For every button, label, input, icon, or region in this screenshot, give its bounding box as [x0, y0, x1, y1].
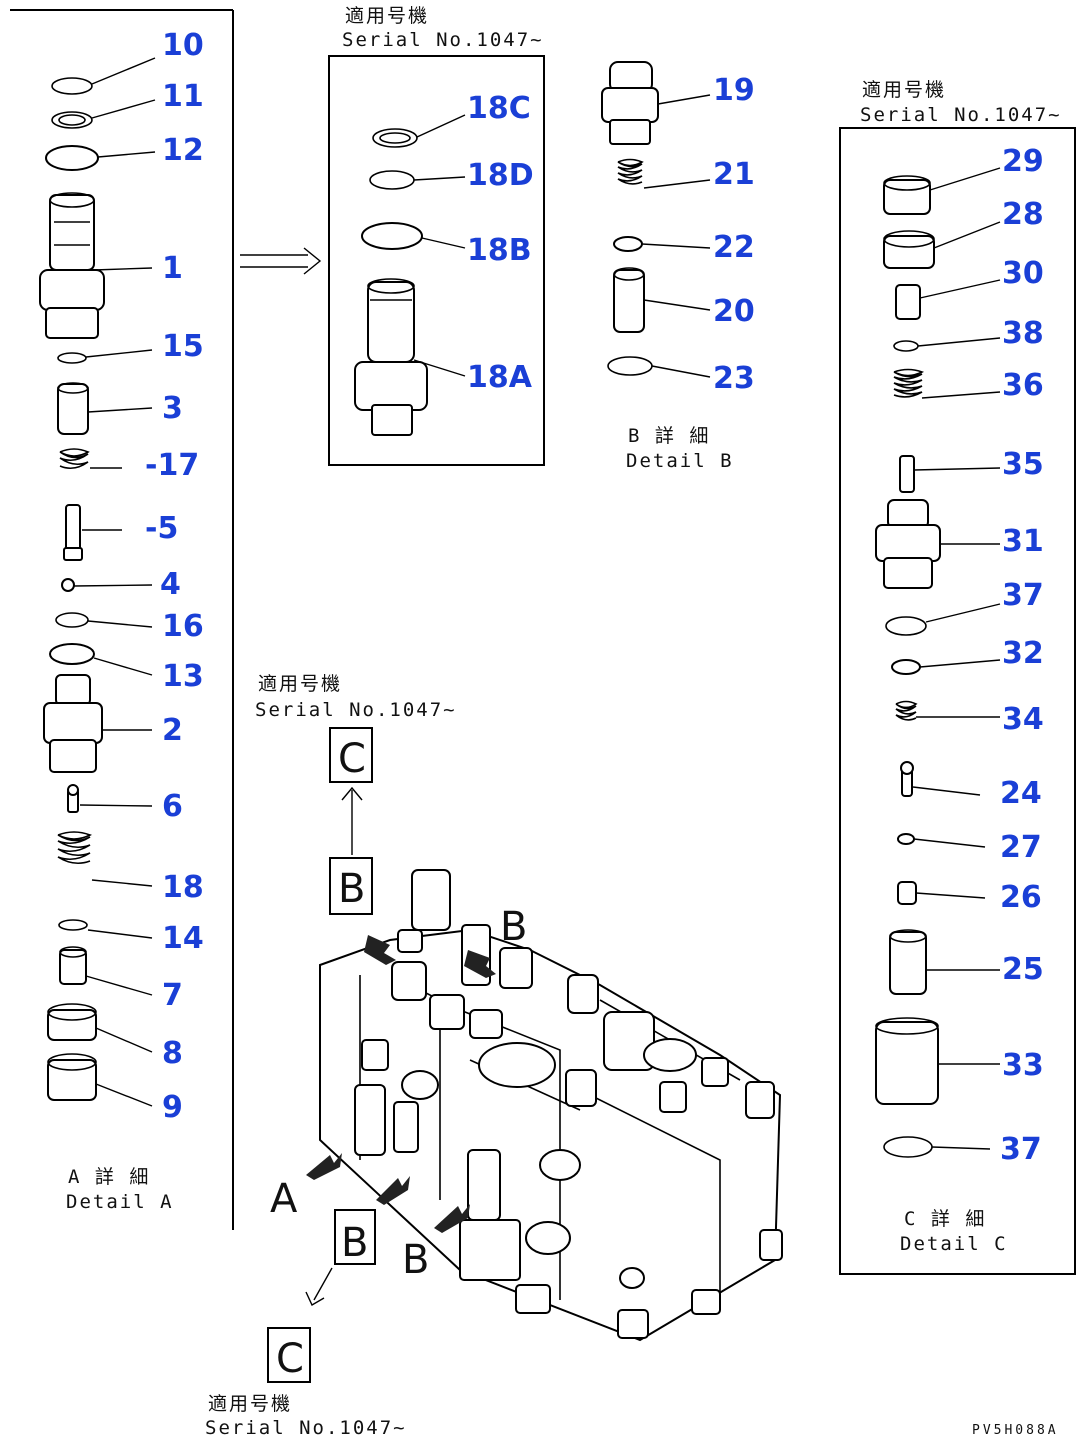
view-c-bottom-arrow-icon	[313, 1267, 333, 1301]
callout-18c: 18C	[467, 91, 531, 126]
detail-c-leaders	[912, 167, 1001, 1150]
callout-18d: 18D	[467, 158, 534, 193]
callout-3: 3	[162, 391, 183, 426]
callout-16: 16	[162, 609, 204, 644]
callout-10: 10	[162, 28, 204, 63]
serial-box-a-parts	[354, 128, 428, 436]
callout-1: 1	[162, 251, 183, 286]
callout-37-upper: 37	[1002, 578, 1044, 613]
callout-18: 18	[162, 870, 204, 905]
serial-c-caption-jp: 適用号機	[862, 79, 946, 101]
view-a-left-label: A	[270, 1176, 298, 1222]
detail-b-parts	[601, 61, 659, 376]
drawing-code: PV5H088A	[972, 1423, 1059, 1438]
detail-c-caption-jp: C 詳 細	[904, 1208, 986, 1230]
serial-box-a-leaders	[413, 114, 466, 377]
serial-mid-caption-jp: 適用号機	[258, 673, 342, 695]
callout-33: 33	[1002, 1048, 1044, 1083]
callout-11: 11	[162, 79, 204, 114]
detail-c-parts	[875, 175, 941, 1158]
view-c-bottom-label: C	[276, 1336, 304, 1382]
callout-32: 32	[1002, 636, 1044, 671]
serial-a-caption-jp: 適用号機	[345, 5, 429, 27]
callout-36: 36	[1002, 368, 1044, 403]
detail-c-callouts: 29 28 30 38 36 35 31 37 32 34 24 27 26 2…	[1000, 144, 1044, 1167]
serial-mid-caption-en: Serial No.1047~	[255, 699, 457, 721]
view-b-bottom-box-label: B	[341, 1220, 368, 1266]
callout-15: 15	[162, 329, 204, 364]
callout-5: -5	[145, 511, 178, 546]
callout-12: 12	[162, 133, 204, 168]
callout-31: 31	[1002, 524, 1044, 559]
transition-arrow-icon	[240, 247, 322, 275]
detail-b-caption-jp: B 詳 細	[628, 425, 710, 447]
callout-7: 7	[162, 978, 183, 1013]
view-c-bottom-box	[267, 1327, 311, 1383]
callout-37-lower: 37	[1000, 1132, 1042, 1167]
callout-18b: 18B	[467, 233, 532, 268]
callout-26: 26	[1000, 880, 1042, 915]
callout-34: 34	[1002, 702, 1044, 737]
detail-c-caption-en: Detail C	[900, 1233, 1008, 1255]
detail-c-frame	[839, 127, 1076, 1275]
view-arrow-icons	[306, 935, 496, 1233]
callout-30: 30	[1002, 256, 1044, 291]
control-valve-assembly	[319, 869, 783, 1342]
callout-22: 22	[713, 230, 755, 265]
detail-a-frame	[10, 9, 234, 1230]
callout-23: 23	[713, 361, 755, 396]
detail-b-leaders	[641, 94, 711, 378]
callout-2: 2	[162, 713, 183, 748]
detail-a-leaders	[73, 57, 156, 1107]
serial-a-caption-en: Serial No.1047~	[342, 29, 544, 51]
callout-24: 24	[1000, 776, 1042, 811]
callout-18a: 18A	[467, 360, 533, 395]
serial-box-a-callouts: 18C 18D 18B 18A	[467, 91, 534, 395]
detail-a-parts	[39, 77, 105, 1101]
callout-14: 14	[162, 921, 204, 956]
callout-29: 29	[1002, 144, 1044, 179]
callout-38: 38	[1002, 316, 1044, 351]
callout-35: 35	[1002, 447, 1044, 482]
serial-c-caption-en: Serial No.1047~	[860, 104, 1062, 126]
serial-bottom-caption-jp: 適用号機	[208, 1393, 292, 1415]
callout-28: 28	[1002, 197, 1044, 232]
view-b-top-label: B	[338, 866, 365, 912]
detail-a-caption-en: Detail A	[66, 1191, 174, 1213]
callout-20: 20	[713, 294, 755, 329]
callout-13: 13	[162, 659, 204, 694]
callout-25: 25	[1002, 952, 1044, 987]
callout-6: 6	[162, 789, 183, 824]
view-b-bottom-label: B	[402, 1237, 429, 1283]
callout-27: 27	[1000, 830, 1042, 865]
view-b-bottom-box	[334, 1209, 376, 1265]
callout-4: 4	[160, 567, 181, 602]
callout-21: 21	[713, 157, 755, 192]
callout-8: 8	[162, 1036, 183, 1071]
view-c-top-label: C	[338, 736, 366, 782]
serial-bottom-caption-en: Serial No.1047~	[205, 1417, 407, 1439]
callout-19: 19	[713, 73, 755, 108]
detail-a-caption-jp: A 詳 細	[68, 1166, 150, 1188]
view-c-top-box	[329, 727, 373, 783]
detail-b-caption-en: Detail B	[626, 450, 734, 472]
detail-b-callouts: 19 21 22 20 23	[713, 73, 755, 396]
detail-a-callouts: 10 11 12 1 15 3 -17 -5 4 16 13 2 6 18 14…	[145, 28, 204, 1125]
callout-9: 9	[162, 1090, 183, 1125]
view-b-top-box	[329, 857, 373, 915]
callout-17: -17	[145, 448, 199, 483]
